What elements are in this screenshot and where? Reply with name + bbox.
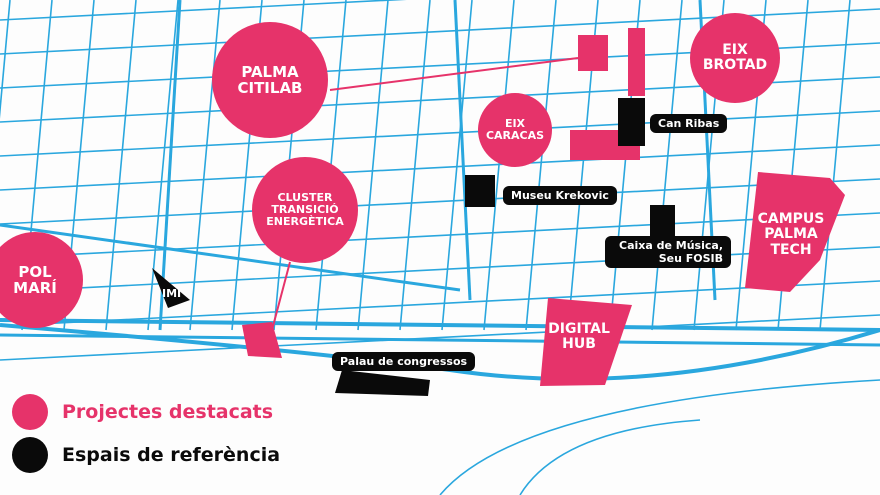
street: [0, 0, 407, 21]
street: [147, 0, 179, 331]
street: [651, 0, 683, 331]
street: [0, 144, 880, 191]
street: [453, 0, 472, 301]
street: [0, 212, 880, 259]
street: [0, 223, 461, 292]
street: [0, 314, 880, 361]
street: [0, 246, 880, 293]
cluster-marker[interactable]: CLUSTER TRANSICIÓ ENERGÈTICA: [252, 157, 358, 263]
campus-palma-tech-label[interactable]: CAMPUS PALMA TECH: [757, 210, 825, 258]
can-ribas-label[interactable]: Can Ribas: [650, 114, 728, 134]
street: [105, 0, 137, 331]
legend-references: Espais de referència: [12, 437, 280, 473]
street: [189, 0, 221, 331]
reference-areas: [152, 98, 675, 396]
street: [819, 0, 851, 331]
eix-caracas-marker[interactable]: EIX CARACAS: [478, 93, 552, 167]
legend-projects-label: Projectes destacats: [62, 401, 274, 423]
street: [0, 110, 880, 157]
digital-hub-label[interactable]: DIGITAL HUB: [548, 320, 610, 352]
street: [525, 0, 557, 331]
legend-references-label: Espais de referència: [62, 444, 281, 466]
palau-congressos-label[interactable]: Palau de congressos: [332, 352, 476, 372]
eix-brotad-marker[interactable]: EIX BROTAD: [690, 13, 780, 103]
street: [0, 0, 11, 119]
museu-krekovic-label[interactable]: Museu Krekovic: [503, 186, 617, 206]
legend-projects: Projectes destacats: [12, 394, 273, 430]
pink-dot-icon: [12, 394, 48, 430]
black-dot-icon: [12, 437, 48, 473]
street: [0, 280, 880, 327]
port-road: [439, 379, 880, 495]
street: [0, 318, 880, 332]
caixa-musica-label[interactable]: Caixa de Música, Seu FOSIB: [605, 236, 731, 269]
street: [0, 178, 880, 225]
imi-label[interactable]: IMI: [162, 287, 182, 300]
pol-mari-marker[interactable]: POL MARÍ: [0, 232, 83, 328]
palma-citilab-marker[interactable]: PALMA CITILAB: [212, 22, 328, 138]
street: [441, 0, 473, 331]
street: [399, 0, 431, 331]
street: [158, 0, 182, 331]
